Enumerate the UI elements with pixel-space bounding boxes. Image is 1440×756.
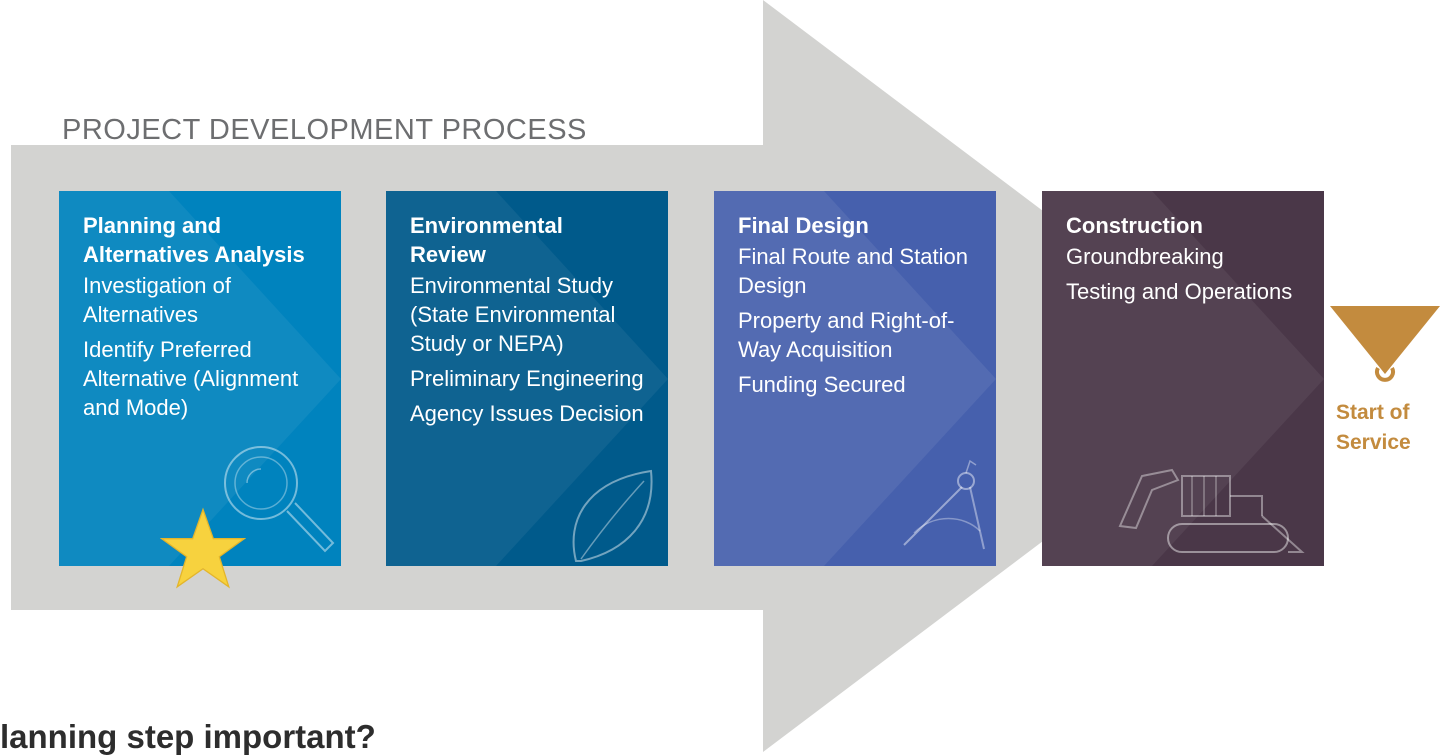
stage-construction: Construction Groundbreaking Testing and …: [1042, 191, 1324, 566]
process-title: PROJECT DEVELOPMENT PROCESS: [62, 114, 587, 146]
magnifier-icon: [224, 446, 335, 553]
chevron-watermark: [386, 191, 668, 566]
stage-heading: Environmental Review: [410, 213, 563, 267]
star-icon: [160, 507, 246, 589]
leaf-icon: [572, 469, 653, 562]
stage-item: Environmental Study (State Environmental…: [410, 273, 616, 356]
stage-heading: Final Design: [738, 213, 869, 238]
stage-item: Testing and Operations: [1066, 279, 1293, 304]
excavator-icon: [1118, 468, 1305, 553]
stage-planning: Planning and Alternatives Analysis Inves…: [59, 191, 341, 566]
chevron-watermark: [714, 191, 996, 566]
compass-icon: [903, 459, 985, 550]
stage-item: Final Route and Station Design: [738, 244, 968, 298]
stage-environmental-review: Environmental Review Environmental Study…: [386, 191, 668, 566]
stage-heading: Planning and Alternatives Analysis: [83, 213, 305, 267]
stage-item: Property and Right-of-Way Acquisition: [738, 308, 955, 362]
stage-item: Investigation of Alternatives: [83, 273, 231, 327]
stage-item: Agency Issues Decision: [410, 401, 644, 426]
section-question-heading: lanning step important?: [0, 718, 376, 755]
stage-item: Funding Secured: [738, 372, 906, 397]
start-of-service-line: Service: [1336, 431, 1411, 454]
start-of-service-marker-icon: [1330, 306, 1440, 382]
stage-item: Identify Preferred Alternative (Alignmen…: [83, 337, 299, 420]
stage-item: Preliminary Engineering: [410, 366, 644, 391]
stage-item: Groundbreaking: [1066, 244, 1224, 269]
stage-final-design: Final Design Final Route and Station Des…: [714, 191, 996, 566]
chevron-watermark: [59, 191, 341, 566]
start-of-service-line: Start of: [1336, 401, 1410, 424]
start-of-service-label: Start of Service: [1336, 398, 1440, 458]
stage-heading: Construction: [1066, 213, 1203, 238]
chevron-watermark: [1042, 191, 1324, 566]
